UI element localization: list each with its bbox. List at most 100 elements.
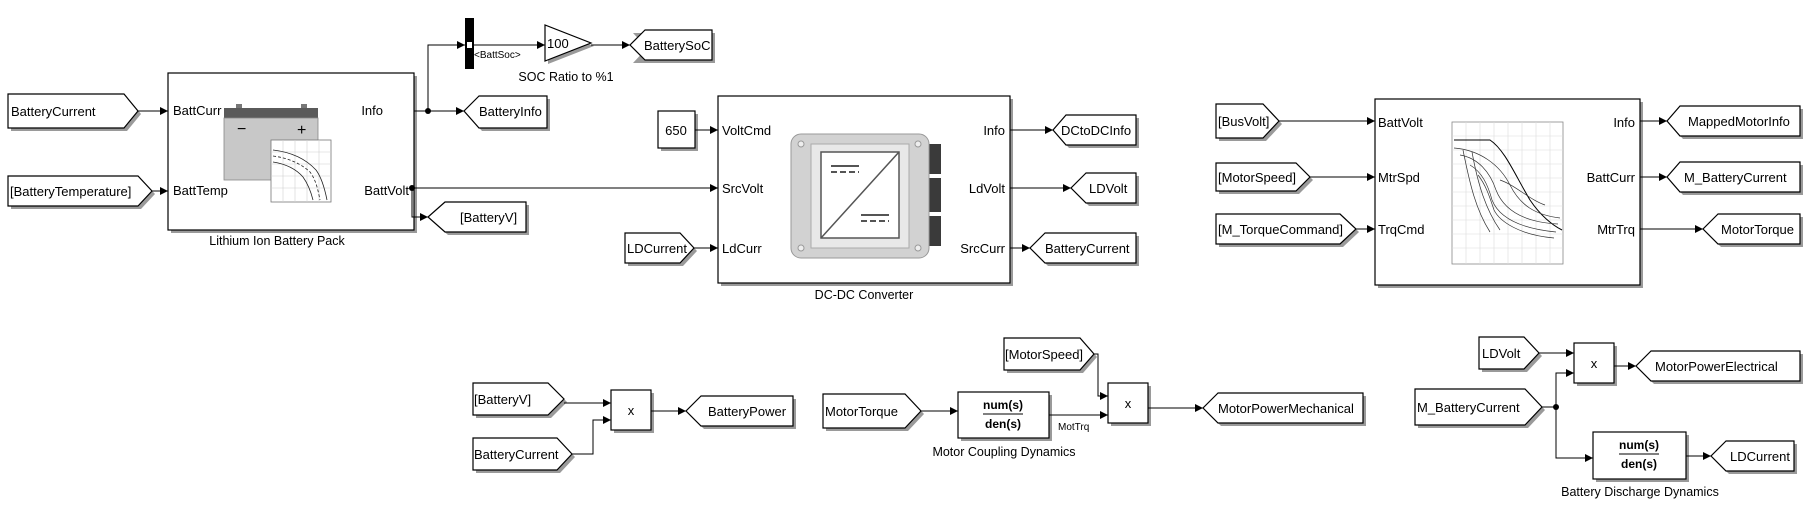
goto-tag-battery-info[interactable]: BatteryInfo <box>463 95 550 131</box>
mapped-motor-block[interactable]: BattVolt MtrSpd TrqCmd Info BattCurr Mtr… <box>1374 98 1643 288</box>
dcdc-converter-icon <box>790 133 941 259</box>
from-tag-bus-volt[interactable]: [BusVolt] <box>1215 103 1282 141</box>
goto-tag-ld-volt[interactable]: LDVolt <box>1070 172 1139 206</box>
from-tag-ld-volt-label: LDVolt <box>1482 346 1521 361</box>
motor-port-info: Info <box>1613 115 1635 130</box>
dcdc-port-ldvolt: LdVolt <box>969 181 1006 196</box>
wire-batterycurrent-to-product <box>572 416 611 455</box>
soc-gain-value: 100 <box>547 36 569 51</box>
constant-650-value: 650 <box>665 123 687 138</box>
battery-power-product-symbol: x <box>628 403 635 418</box>
motor-port-battcurr: BattCurr <box>1587 170 1636 185</box>
constant-650-block[interactable]: 650 <box>657 110 698 151</box>
battery-discharge-tf-denominator: den(s) <box>1621 457 1657 471</box>
goto-tag-battery-info-label: BatteryInfo <box>479 104 542 119</box>
battery-minus-sign: − <box>237 121 246 138</box>
battery-plus-sign: + <box>297 122 306 139</box>
battery-discharge-caption: Battery Discharge Dynamics <box>1561 485 1719 499</box>
goto-tag-battery-soc[interactable]: BatterySoC <box>629 29 715 63</box>
goto-tag-m-battery-current-label: M_BatteryCurrent <box>1684 170 1787 185</box>
goto-tag-mapped-motor-info[interactable]: MappedMotorInfo <box>1666 105 1803 139</box>
goto-tag-battery-v-label: [BatteryV] <box>460 210 517 225</box>
goto-tag-battery-current-label: BatteryCurrent <box>1045 241 1130 256</box>
from-tag-battery-v-label: [BatteryV] <box>474 392 531 407</box>
from-tag-motor-speed-label: [MotorSpeed] <box>1218 170 1296 185</box>
from-tag-m-battery-current[interactable]: M_BatteryCurrent <box>1414 388 1545 428</box>
motor-electrical-product-block[interactable]: x <box>1573 342 1617 386</box>
from-tag-motor-torque[interactable]: MotorTorque <box>822 393 924 431</box>
battery-port-info: Info <box>361 103 383 118</box>
motor-electrical-product-symbol: x <box>1591 356 1598 371</box>
dcdc-port-srcvolt: SrcVolt <box>722 181 764 196</box>
goto-tag-battery-v[interactable]: [BatteryV] <box>427 201 529 235</box>
motor-coupling-tf-block[interactable]: num(s) den(s) <box>957 391 1052 441</box>
goto-tag-battery-power[interactable]: BatteryPower <box>685 395 796 429</box>
motor-power-product-symbol: x <box>1125 396 1132 411</box>
dcdc-converter-block[interactable]: VoltCmd SrcVolt LdCurr Info LdVolt SrcCu… <box>717 95 1013 286</box>
goto-tag-dctodc-info-label: DCtoDCInfo <box>1061 123 1131 138</box>
from-tag-torque-command-label: [M_TorqueCommand] <box>1218 222 1343 237</box>
goto-tag-motor-power-electrical[interactable]: MotorPowerElectrical <box>1635 350 1803 384</box>
battery-icon: − + <box>223 104 332 203</box>
soc-gain-block[interactable]: 100 <box>544 24 594 64</box>
battery-pack-caption: Lithium Ion Battery Pack <box>209 234 345 248</box>
goto-tag-dctodc-info[interactable]: DCtoDCInfo <box>1052 114 1139 148</box>
from-tag-battery-v[interactable]: [BatteryV] <box>472 382 567 418</box>
bus-selector-signal-label: <BattSoc> <box>474 50 521 61</box>
from-tag-battery-current[interactable]: BatteryCurrent <box>7 93 141 131</box>
goto-tag-mapped-motor-info-label: MappedMotorInfo <box>1688 114 1790 129</box>
branch-point-battvolt <box>409 185 415 191</box>
dcdc-port-srccurr: SrcCurr <box>960 241 1005 256</box>
from-tag-battery-temperature[interactable]: [BatteryTemperature] <box>7 175 155 209</box>
motor-efficiency-map-icon <box>1451 121 1564 265</box>
wire-motorspeed-to-product <box>1094 353 1108 400</box>
from-tag-battery-temperature-label: [BatteryTemperature] <box>10 184 131 199</box>
soc-gain-caption: SOC Ratio to %1 <box>518 70 613 84</box>
branch-point-mbatterycurrent <box>1553 404 1559 410</box>
motor-port-battvolt: BattVolt <box>1378 115 1423 130</box>
goto-tag-motor-power-mechanical[interactable]: MotorPowerMechanical <box>1202 392 1366 426</box>
motor-torque-signal-label: MotTrq <box>1058 422 1089 433</box>
from-tag-battery-current-2[interactable]: BatteryCurrent <box>472 437 575 473</box>
motor-coupling-caption: Motor Coupling Dynamics <box>932 445 1075 459</box>
goto-tag-m-battery-current[interactable]: M_BatteryCurrent <box>1666 161 1803 195</box>
from-tag-bus-volt-label: [BusVolt] <box>1218 114 1269 129</box>
goto-tag-ld-current-label: LDCurrent <box>1730 449 1790 464</box>
motor-port-mtrtrq: MtrTrq <box>1597 222 1635 237</box>
wire-info-to-selector <box>414 41 465 112</box>
wire-mbatterycurrent-to-product <box>1542 369 1574 408</box>
motor-power-product-block[interactable]: x <box>1107 382 1151 426</box>
from-tag-motor-speed-2[interactable]: [MotorSpeed] <box>1003 337 1097 373</box>
motor-coupling-tf-numerator: num(s) <box>983 398 1023 412</box>
goto-tag-motor-power-electrical-label: MotorPowerElectrical <box>1655 359 1778 374</box>
battery-power-product-block[interactable]: x <box>610 389 654 433</box>
dcdc-port-voltcmd: VoltCmd <box>722 123 771 138</box>
goto-tag-battery-current[interactable]: BatteryCurrent <box>1029 232 1139 266</box>
battery-discharge-tf-numerator: num(s) <box>1619 438 1659 452</box>
motor-coupling-tf-denominator: den(s) <box>985 417 1021 431</box>
bus-selector-block[interactable] <box>465 18 474 69</box>
from-tag-ld-volt[interactable]: LDVolt <box>1478 336 1542 372</box>
dcdc-converter-caption: DC-DC Converter <box>815 288 914 302</box>
motor-port-trqcmd: TrqCmd <box>1378 222 1424 237</box>
battery-port-batttemp: BattTemp <box>173 183 228 198</box>
goto-tag-motor-torque[interactable]: MotorTorque <box>1702 213 1803 247</box>
from-tag-motor-speed-2-label: [MotorSpeed] <box>1005 347 1083 362</box>
goto-tag-battery-power-label: BatteryPower <box>708 404 787 419</box>
goto-tag-motor-power-mechanical-label: MotorPowerMechanical <box>1218 401 1354 416</box>
battery-pack-block[interactable]: BattCurr BattTemp Info BattVolt − + <box>167 72 417 233</box>
from-tag-motor-torque-label: MotorTorque <box>825 404 898 419</box>
from-tag-m-battery-current-label: M_BatteryCurrent <box>1417 400 1520 415</box>
from-tag-ld-current-label: LDCurrent <box>627 241 687 256</box>
from-tag-motor-speed[interactable]: [MotorSpeed] <box>1215 162 1313 194</box>
from-tag-torque-command[interactable]: [M_TorqueCommand] <box>1215 213 1359 247</box>
goto-tag-ld-volt-label: LDVolt <box>1089 181 1128 196</box>
goto-tag-ld-current[interactable]: LDCurrent <box>1710 440 1797 474</box>
wire-mbatterycurrent-to-tf <box>1555 407 1593 462</box>
goto-tag-battery-soc-label: BatterySoC <box>644 38 710 53</box>
from-tag-ld-current[interactable]: LDCurrent <box>624 232 697 266</box>
battery-discharge-tf-block[interactable]: num(s) den(s) <box>1592 431 1689 482</box>
battery-port-battvolt: BattVolt <box>364 183 409 198</box>
battery-port-battcurr: BattCurr <box>173 103 222 118</box>
